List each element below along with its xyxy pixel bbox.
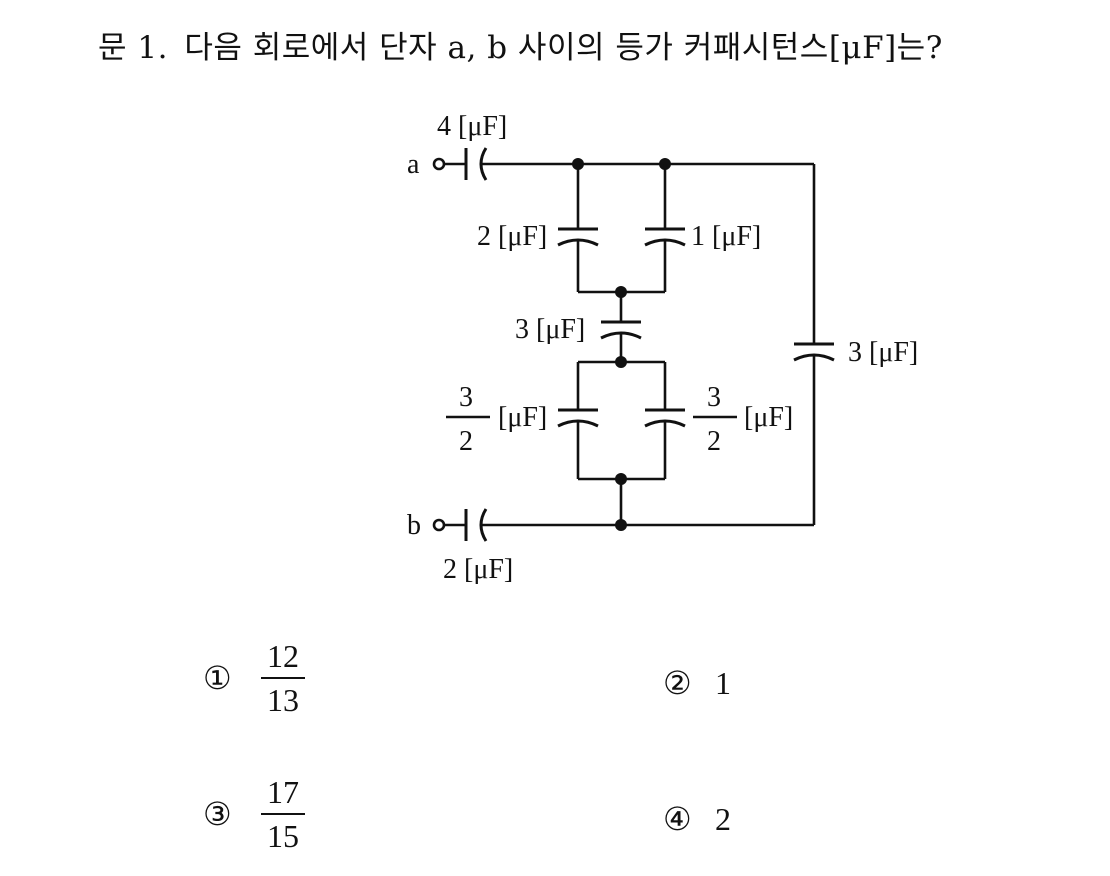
capacitor-3uF-middle bbox=[600, 292, 642, 362]
capacitor-3uF-right-branch bbox=[793, 164, 835, 525]
option-3-numerator: 17 bbox=[261, 776, 305, 815]
circuit-diagram: a 4 [μF] 2 [μF] 1 [μF] 3 [μF] bbox=[407, 111, 918, 585]
capacitor-2uF-b-label: 2 [μF] bbox=[443, 554, 513, 585]
frac-left-unit: [μF] bbox=[498, 402, 547, 433]
option-4-value: 2 bbox=[715, 800, 731, 837]
capacitor-3uF-right-label: 3 [μF] bbox=[848, 337, 918, 368]
frac-right-denominator: 2 bbox=[707, 426, 721, 457]
option-2[interactable]: ② 1 bbox=[663, 664, 731, 702]
option-3-marker: ③ bbox=[203, 796, 232, 832]
option-4[interactable]: ④ 2 bbox=[663, 800, 731, 838]
capacitor-2uF-label: 2 [μF] bbox=[477, 221, 547, 252]
question-stem: 문 1. 다음 회로에서 단자 a, b 사이의 등가 커패시턴스[μF]는? bbox=[98, 22, 943, 67]
option-3[interactable]: ③ 17 15 bbox=[203, 776, 305, 852]
option-1-fraction: 12 13 bbox=[261, 640, 305, 716]
option-1-numerator: 12 bbox=[261, 640, 305, 679]
capacitor-2uF-branch bbox=[557, 164, 599, 292]
node-bottom-rail bbox=[615, 519, 627, 531]
capacitor-left-1.5uF-label: 3 2 [μF] bbox=[446, 382, 547, 457]
option-2-marker: ② bbox=[663, 665, 692, 701]
capacitor-1uF-label: 1 [μF] bbox=[691, 221, 761, 252]
frac-right-unit: [μF] bbox=[744, 402, 793, 433]
option-1[interactable]: ① 12 13 bbox=[203, 640, 305, 716]
frac-right-numerator: 3 bbox=[707, 382, 721, 413]
capacitor-right-1.5uF-branch bbox=[644, 362, 686, 479]
capacitor-left-1.5uF-branch bbox=[557, 362, 599, 479]
option-4-marker: ④ bbox=[663, 801, 692, 837]
terminal-b-label: b bbox=[407, 510, 421, 541]
question-number: 문 1. bbox=[98, 30, 168, 66]
option-2-value: 1 bbox=[715, 664, 731, 701]
capacitor-3uF-middle-label: 3 [μF] bbox=[515, 314, 585, 345]
frac-left-denominator: 2 bbox=[459, 426, 473, 457]
terminal-a-label: a bbox=[407, 149, 420, 180]
capacitor-1uF-branch bbox=[644, 164, 686, 292]
capacitor-4uF-label: 4 [μF] bbox=[437, 111, 507, 142]
option-1-marker: ① bbox=[203, 660, 232, 696]
capacitor-right-1.5uF-label: 3 2 [μF] bbox=[693, 382, 793, 457]
terminal-a bbox=[432, 157, 466, 171]
frac-left-numerator: 3 bbox=[459, 382, 473, 413]
option-3-denominator: 15 bbox=[267, 818, 299, 854]
option-3-fraction: 17 15 bbox=[261, 776, 305, 852]
question-text: 다음 회로에서 단자 a, b 사이의 등가 커패시턴스[μF]는? bbox=[184, 30, 943, 66]
option-1-denominator: 13 bbox=[267, 682, 299, 718]
terminal-b bbox=[432, 518, 466, 532]
